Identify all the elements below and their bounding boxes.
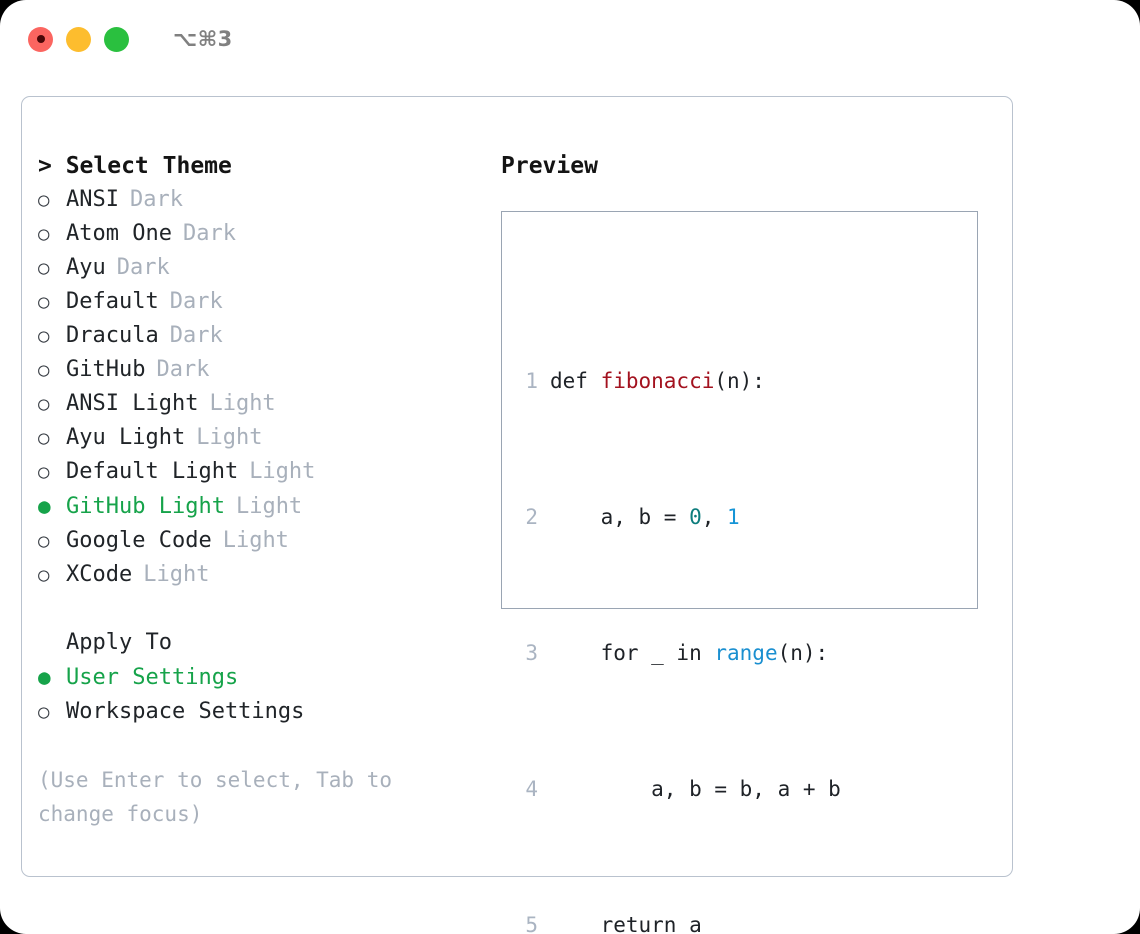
theme-item-variant: Light <box>222 528 289 553</box>
maximize-window-button[interactable] <box>104 26 129 52</box>
traffic-lights <box>28 26 129 52</box>
minimize-window-button[interactable] <box>66 26 91 52</box>
code-token: a, b = b, a + b <box>550 777 841 801</box>
theme-item-variant: Light <box>209 391 276 416</box>
code-token: 0 <box>689 505 702 529</box>
theme-item-variant: Light <box>196 425 263 450</box>
keyboard-shortcut-label: ⌥⌘3 <box>173 27 233 51</box>
apply-to-item-label: User Settings <box>66 665 239 690</box>
theme-item-label: XCode <box>66 562 133 587</box>
theme-item-label: ANSI Light <box>66 391 199 416</box>
apply-to-item-user-settings[interactable]: ● User Settings <box>38 660 468 695</box>
code-line: 2 a, b = 0, 1 <box>514 500 866 534</box>
code-token: 1 <box>727 505 740 529</box>
apply-to-item-label: Workspace Settings <box>66 699 305 724</box>
radio-icon: ○ <box>38 530 50 552</box>
select-theme-heading: > Select Theme <box>38 153 232 179</box>
theme-item-label: Ayu Light <box>66 425 186 450</box>
line-number: 3 <box>525 641 538 665</box>
close-window-button[interactable] <box>28 26 53 52</box>
theme-item-variant: Light <box>143 562 210 587</box>
theme-item-variant: Dark <box>129 187 183 212</box>
code-line: 3 for _ in range(n): <box>514 636 866 670</box>
theme-item-ansi-light[interactable]: ○ ANSI Light Light <box>38 387 468 421</box>
theme-item-variant: Light <box>249 459 316 484</box>
code-line: 1 def fibonacci(n): <box>514 364 866 398</box>
theme-item-label: Ayu <box>66 255 106 280</box>
theme-item-label: GitHub Light <box>66 494 225 519</box>
code-line: 5 return a <box>514 908 866 934</box>
theme-item-variant: Light <box>235 494 303 519</box>
radio-icon: ○ <box>38 257 50 279</box>
theme-item-github-light[interactable]: ● GitHub Light Light <box>38 489 468 524</box>
radio-icon: ○ <box>38 291 50 313</box>
title-bar: ⌥⌘3 <box>0 0 1140 78</box>
theme-item-ayu-light[interactable]: ○ Ayu Light Light <box>38 421 468 455</box>
theme-item-label: GitHub <box>66 357 146 382</box>
theme-item-ansi-dark[interactable]: ○ ANSI Dark <box>38 183 468 217</box>
preview-heading: Preview <box>501 153 598 179</box>
code-token: range <box>714 641 778 665</box>
theme-item-dracula-dark[interactable]: ○ Dracula Dark <box>38 319 468 353</box>
radio-icon: ○ <box>38 393 50 415</box>
list-spacer <box>38 592 468 626</box>
radio-selected-icon: ● <box>38 665 51 689</box>
theme-item-label: Google Code <box>66 528 212 553</box>
code-token: for _ in <box>550 641 715 665</box>
code-token: , <box>701 505 728 529</box>
radio-selected-icon: ● <box>38 494 51 518</box>
theme-item-google-code-light[interactable]: ○ Google Code Light <box>38 524 468 558</box>
apply-to-item-workspace-settings[interactable]: ○ Workspace Settings <box>38 695 468 729</box>
apply-to-list: ● User Settings ○ Workspace Settings <box>38 660 468 729</box>
radio-icon: ○ <box>38 189 50 211</box>
theme-item-variant: Dark <box>156 357 210 382</box>
code-token: fibonacci <box>600 369 715 393</box>
theme-item-ayu-dark[interactable]: ○ Ayu Dark <box>38 251 468 285</box>
theme-item-default-light[interactable]: ○ Default Light Light <box>38 455 468 489</box>
theme-picker-column: > Select Theme ○ ANSI Dark ○ Atom One Da… <box>38 149 468 831</box>
radio-icon: ○ <box>38 359 50 381</box>
keyboard-hint-text: (Use Enter to select, Tab to change focu… <box>38 768 393 826</box>
hint-spacer <box>38 729 468 763</box>
theme-item-xcode-light[interactable]: ○ XCode Light <box>38 558 468 592</box>
theme-list: ○ ANSI Dark ○ Atom One Dark ○ Ayu Dark <box>38 183 468 592</box>
theme-item-variant: Dark <box>169 323 223 348</box>
radio-icon: ○ <box>38 701 50 723</box>
theme-item-label: Default Light <box>66 459 239 484</box>
code-token: return a <box>550 913 702 934</box>
line-number: 5 <box>525 913 538 934</box>
theme-item-variant: Dark <box>182 221 236 246</box>
code-token: a, b = <box>550 505 690 529</box>
radio-icon: ○ <box>38 325 50 347</box>
main-panel: > Select Theme ○ ANSI Dark ○ Atom One Da… <box>21 96 1013 934</box>
radio-icon: ○ <box>38 223 50 245</box>
theme-item-label: Dracula <box>66 323 159 348</box>
theme-item-label: Default <box>66 289 159 314</box>
theme-item-default-dark[interactable]: ○ Default Dark <box>38 285 468 319</box>
apply-to-heading: Apply To <box>66 630 172 655</box>
line-number: 1 <box>525 369 538 393</box>
theme-item-variant: Dark <box>169 289 223 314</box>
theme-item-label: Atom One <box>66 221 172 246</box>
radio-icon: ○ <box>38 564 50 586</box>
radio-icon: ○ <box>38 461 50 483</box>
code-token: (n): <box>777 641 829 665</box>
theme-item-variant: Dark <box>116 255 170 280</box>
theme-item-atom-one-dark[interactable]: ○ Atom One Dark <box>38 217 468 251</box>
radio-icon: ○ <box>38 427 50 449</box>
theme-item-label: ANSI <box>66 187 119 212</box>
code-token: (n): <box>714 369 765 393</box>
theme-item-github-dark[interactable]: ○ GitHub Dark <box>38 353 468 387</box>
line-number: 4 <box>525 777 538 801</box>
code-line: 4 a, b = b, a + b <box>514 772 866 806</box>
code-token: def <box>550 369 601 393</box>
panel-columns: > Select Theme ○ ANSI Dark ○ Atom One Da… <box>22 97 1012 934</box>
line-number: 2 <box>525 505 538 529</box>
